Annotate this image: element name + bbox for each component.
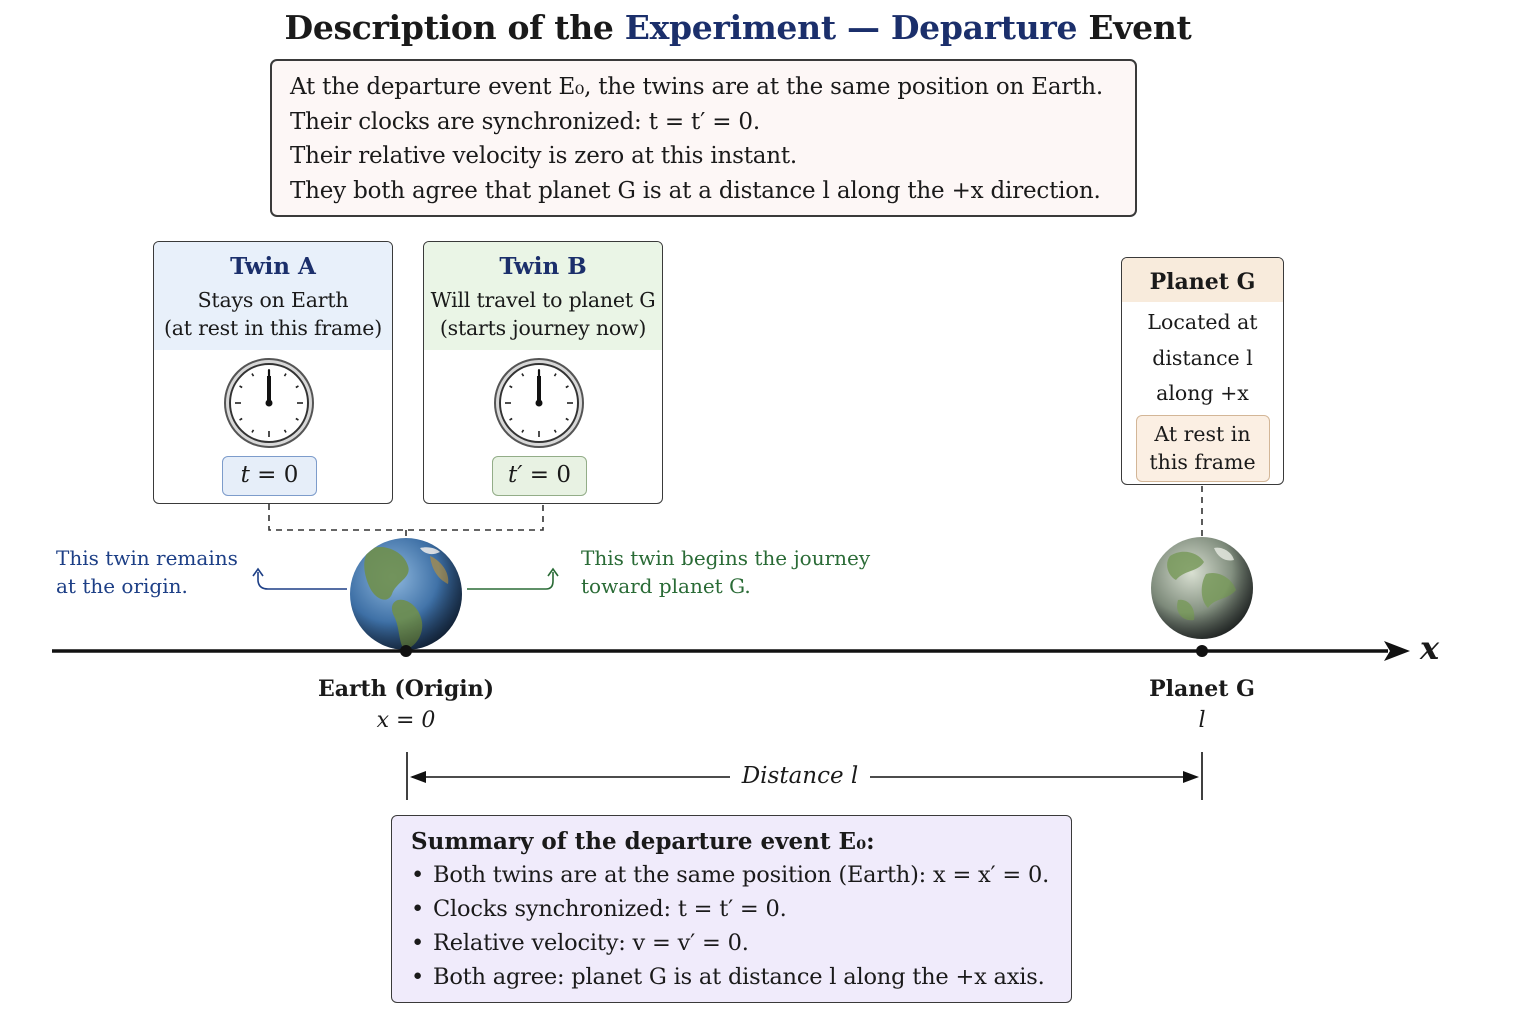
x-axis-label: x [1420, 629, 1440, 667]
twin-b-name: Twin B [499, 253, 587, 280]
intro-line-4: They both agree that planet G is at a di… [290, 177, 1101, 204]
clock-tick [565, 417, 569, 421]
twin-b-time-var: t′ [508, 462, 523, 488]
clock-tick [521, 373, 525, 377]
twin-a-time-label: t = 0 [222, 456, 317, 496]
planet-name: Planet G [1149, 676, 1255, 702]
page-title: Description of the Experiment — Departur… [0, 8, 1476, 47]
twin-b-time-label: t′ = 0 [492, 456, 587, 496]
earth-name: Earth (Origin) [317, 676, 495, 702]
summary-item: Both twins are at the same position (Ear… [411, 858, 1052, 892]
clock-tick [565, 385, 569, 389]
summary-item: Clocks synchronized: t = t′ = 0. [411, 892, 1052, 926]
twin-b-time-eq: = 0 [522, 462, 571, 488]
clock-tick [295, 417, 299, 421]
title-part4: Departure [890, 8, 1078, 47]
clock-tick [239, 417, 243, 421]
twin-b-note-line-2: toward planet G. [581, 574, 751, 598]
twin-a-desc-1: Stays on Earth [197, 288, 349, 312]
clock-tick [251, 373, 255, 377]
clock-tick [251, 429, 255, 433]
distance-label: Distance l [730, 760, 870, 792]
clock-tick [509, 385, 513, 389]
summary-title: Summary of the departure event E₀: [411, 828, 875, 855]
earth-position: x = 0 [376, 708, 436, 733]
planet-g-desc-2: distance l [1152, 345, 1253, 370]
x-axis [52, 641, 1410, 661]
twin-a-name: Twin A [230, 253, 316, 280]
clock-icon [494, 358, 584, 448]
note-arrow-blue [252, 567, 347, 590]
summary-box: Summary of the departure event E₀: Both … [391, 815, 1072, 1003]
intro-line-1: At the departure event E₀, the twins are… [290, 74, 1103, 100]
title-part5: Event [1077, 8, 1192, 47]
clock-tick [295, 385, 299, 389]
planet-g-rest-badge: At rest in this frame [1135, 414, 1270, 482]
planet-g-globe-icon [1151, 537, 1253, 639]
earth-origin-point [400, 645, 412, 657]
earth-label: Earth (Origin) x = 0 [306, 674, 506, 736]
twin-a-desc-2: (at rest in this frame) [163, 316, 383, 340]
clock-tick [509, 417, 513, 421]
clock-tick [283, 373, 287, 377]
planet-g-rest-1: At rest in [1154, 421, 1251, 446]
planet-g-desc-3: along +x [1156, 381, 1249, 405]
twin-b-note: This twin begins the journey toward plan… [581, 544, 870, 600]
planet-g-desc-1: Located at [1147, 310, 1258, 334]
clock-icon [224, 358, 314, 448]
earth-globe-icon [350, 538, 462, 650]
title-part1: Description of the [284, 8, 625, 47]
planet-g-point [1196, 645, 1208, 657]
planet-label: Planet G l [1122, 674, 1282, 736]
twin-b-desc-1: Will travel to planet G [430, 288, 656, 312]
clock-tick [553, 373, 557, 377]
twin-b-note-line-1: This twin begins the journey [581, 546, 871, 570]
clock-tick [283, 429, 287, 433]
twin-a-note: This twin remains at the origin. [56, 544, 238, 600]
planet-position: l [1198, 708, 1206, 733]
twin-a-card: Twin A Stays on Earth (at rest in this f… [153, 241, 393, 504]
note-arrow-green [467, 567, 559, 590]
summary-item: Relative velocity: v = v′ = 0. [411, 926, 1052, 960]
intro-line-2: Their clocks are synchronized: t = t′ = … [290, 108, 760, 135]
twin-a-header: Twin A Stays on Earth (at rest in this f… [154, 242, 392, 350]
planet-g-card: Planet G Located at distance l along +x … [1121, 257, 1284, 485]
twin-a-time-var: t [240, 462, 250, 488]
clock-tick [553, 429, 557, 433]
planet-g-header: Planet G [1122, 258, 1283, 302]
twin-a-note-line-1: This twin remains [56, 546, 238, 570]
planet-g-rest-2: this frame [1149, 449, 1256, 474]
intro-box: At the departure event E₀, the twins are… [270, 59, 1137, 217]
twin-connector-dashes [268, 486, 1203, 540]
summary-list: Both twins are at the same position (Ear… [411, 858, 1052, 994]
twin-b-card: Twin B Will travel to planet G (starts j… [423, 241, 663, 504]
title-part3: — [835, 8, 891, 47]
twin-a-time-eq: = 0 [249, 462, 299, 488]
twin-a-note-line-2: at the origin. [56, 574, 188, 598]
clock-tick [521, 429, 525, 433]
clock-tick [239, 385, 243, 389]
title-part2: Experiment [624, 8, 836, 47]
twin-b-desc-2: (starts journey now) [439, 316, 647, 340]
twin-b-header: Twin B Will travel to planet G (starts j… [424, 242, 662, 350]
intro-line-3: Their relative velocity is zero at this … [290, 143, 798, 169]
summary-item: Both agree: planet G is at distance l al… [411, 960, 1052, 994]
